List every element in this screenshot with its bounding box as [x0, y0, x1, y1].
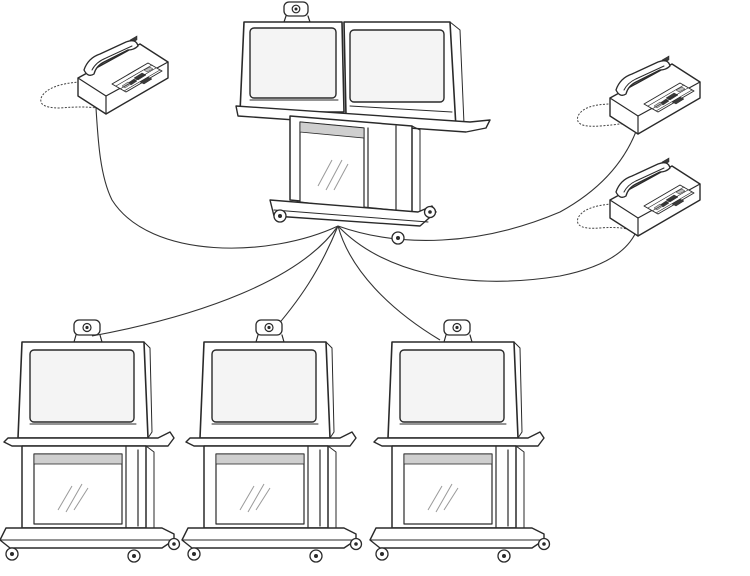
hub-camera-icon: [284, 2, 310, 22]
telephone-left-icon: [41, 36, 168, 114]
telephone-top-right-icon: [577, 56, 700, 134]
videoconference-cart-1: [0, 320, 180, 562]
dual-monitor-hub-system: [236, 2, 490, 244]
telephone-bottom-right-icon: [577, 158, 700, 236]
videoconference-cart-2: [182, 320, 362, 562]
cable-to-cart-1: [92, 226, 338, 336]
cable-to-cart-3: [338, 226, 440, 340]
hub-right-monitor: [344, 22, 464, 128]
hub-left-monitor: [240, 22, 344, 112]
cable-to-cart-2: [270, 226, 338, 334]
videoconference-cart-3: [370, 320, 550, 562]
hub-cabinet: [290, 116, 420, 214]
